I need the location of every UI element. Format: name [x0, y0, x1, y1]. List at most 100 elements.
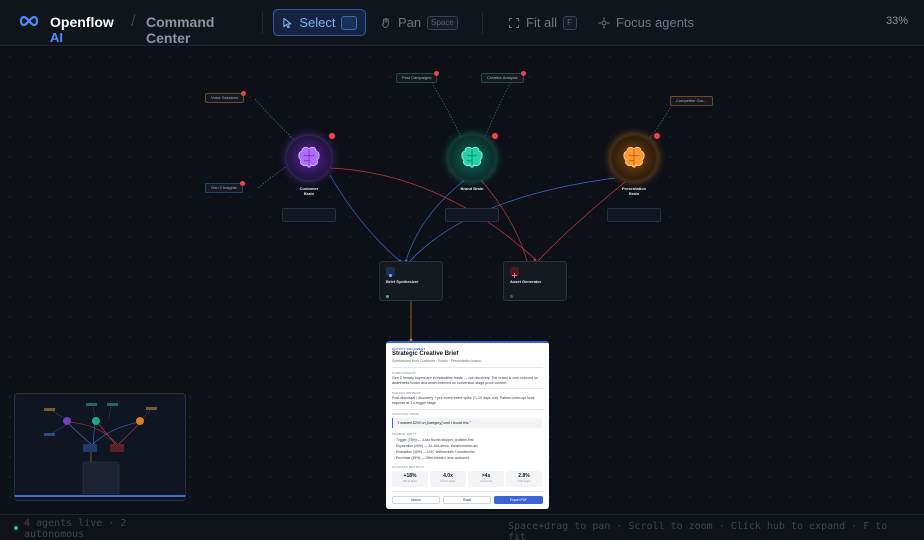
- input-gen-insights-label: Gen 2 Insights: [211, 185, 237, 190]
- brain-icon: [623, 146, 645, 168]
- section-core-insight-heading: CORE INSIGHT: [392, 371, 417, 375]
- alert-badge: [491, 132, 499, 140]
- generate-icon: [510, 267, 519, 278]
- hand-icon: [381, 17, 389, 28]
- input-past-campaigns[interactable]: Past Campaigns: [396, 71, 440, 83]
- metric-value: 2.8%: [518, 473, 530, 479]
- brand-brain-note: [445, 208, 499, 222]
- pan-tool-label: Pan: [398, 15, 422, 30]
- presentation-brain-note: [607, 208, 661, 222]
- customer-brain-label-line2: Brain: [303, 191, 315, 196]
- metric-tile: 2.8% CVR target: [506, 471, 542, 487]
- asset-generator-node[interactable]: Asset Generator: [503, 261, 567, 301]
- brief-synthesizer-node[interactable]: Brief Synthesizer: [379, 261, 443, 301]
- select-tool-button[interactable]: Select: [273, 9, 366, 36]
- infinity-logo-icon: [19, 15, 39, 27]
- slack-button[interactable]: Slack: [443, 496, 491, 504]
- brain-icon: [298, 146, 320, 168]
- edge-competitor-to-presentation: [647, 104, 673, 142]
- pan-tool-button[interactable]: Pan Space: [372, 9, 466, 36]
- idle-status-dot: [510, 295, 513, 298]
- metric-value: 4.0x: [443, 473, 453, 479]
- metric-value: >4s: [481, 473, 491, 479]
- alert-badge: [653, 132, 661, 140]
- select-shortcut-key: [341, 15, 357, 30]
- doc-subtitle: Synthesized from Customer · Brand · Pres…: [392, 359, 481, 363]
- divider: [392, 367, 543, 368]
- metric-tile: >4s Hook hold: [468, 471, 504, 487]
- edge-customer-to-asset: [329, 167, 536, 260]
- input-competitor[interactable]: Competitor Gro...: [670, 96, 713, 106]
- live-status-dot: [14, 526, 18, 530]
- alert-dot: [239, 181, 245, 186]
- section-success-metrics-heading: SUCCESS METRICS: [392, 465, 424, 469]
- edge-brand-to-asset: [479, 178, 528, 262]
- output-document-card[interactable]: OUTPUT DOCUMENT Strategic Creative Brief…: [386, 341, 549, 509]
- crosshair-icon: [598, 17, 610, 28]
- fit-screen-icon: [508, 17, 520, 28]
- fit-all-button[interactable]: Fit all F: [500, 9, 585, 36]
- input-creative-analysis[interactable]: Creative Analysis: [481, 71, 526, 83]
- customer-brain-label-line1: Customer: [299, 186, 319, 191]
- zoom-level: 33%: [885, 15, 908, 27]
- breadcrumb-current-line2: Center: [146, 30, 191, 46]
- metric-value: +18%: [403, 473, 417, 479]
- presentation-brain-label-line2: Brain: [628, 191, 640, 196]
- connection-edges: [254, 79, 673, 342]
- format-item: · Purchase (55%) — Offer-forward, time-a…: [394, 456, 470, 460]
- format-item: · Exploration (25%) — 30–60s demo, trans…: [394, 444, 479, 448]
- minimap[interactable]: [14, 393, 186, 501]
- toolbar-divider: [262, 12, 263, 34]
- toolbar-divider: [482, 12, 483, 34]
- format-item: · Trigger (75%) — 3-sec thumb-stopper, p…: [394, 438, 474, 442]
- section-target-moment-heading: TARGET MOMENT: [392, 391, 421, 395]
- edge-brand-to-brief: [405, 178, 467, 262]
- metric-tile: +18% Bid to Build: [392, 471, 428, 487]
- workflow-canvas[interactable]: Voice Sessions Gen 2 Insights Past Campa…: [0, 47, 924, 514]
- brand-brain-hub[interactable]: [450, 132, 499, 180]
- presentation-brain-label-line1: Presentation: [621, 186, 647, 191]
- breadcrumb-current-line1: Command: [146, 14, 215, 30]
- format-item: · Evaluation (40%) — UGC testimonials + …: [394, 450, 475, 454]
- creative-hook-quote: “I wasted $200 on [category] until I fou…: [392, 418, 542, 428]
- input-competitor-label: Competitor Gro...: [676, 98, 707, 103]
- presentation-brain-hub[interactable]: [612, 132, 661, 180]
- keyboard-hints: Space+drag to pan · Scroll to zoom · Cli…: [508, 521, 888, 540]
- edge-voice-to-customer: [254, 98, 301, 146]
- focus-agents-button[interactable]: Focus agents: [590, 9, 702, 36]
- top-bar: Openflow AI / Command Center Select Pan …: [0, 0, 924, 46]
- metric-tile: 4.0x ROAS target: [430, 471, 466, 487]
- customer-brain-label: Customer Brain: [279, 186, 339, 196]
- status-bar: 4 agents live · 2 autonomous Space+drag …: [0, 514, 924, 540]
- brand-name: Openflow: [50, 14, 114, 30]
- sparkle-icon: [386, 267, 395, 278]
- section-creative-hook-heading: CREATIVE HOOK: [392, 412, 420, 416]
- edge-presentation-to-brief: [409, 177, 616, 262]
- agents-status-text: 4 agents live · 2 autonomous: [24, 518, 127, 540]
- alert-dot: [520, 71, 526, 76]
- asset-generator-title: Asset Generator: [510, 279, 542, 284]
- input-voice-sessions[interactable]: Voice Sessions: [205, 91, 247, 103]
- customer-brain-hub[interactable]: [287, 132, 336, 180]
- section-format-split-heading: FORMAT SPLIT: [392, 432, 417, 436]
- metric-label: CVR target: [517, 480, 531, 483]
- minimap-viewport-indicator[interactable]: [15, 495, 185, 497]
- export-pdf-button[interactable]: Export PDF: [494, 496, 543, 504]
- alert-dot: [434, 71, 440, 76]
- live-status-dot: [386, 295, 389, 298]
- divider: [392, 409, 543, 410]
- edge-customer-to-brief: [329, 174, 401, 262]
- metric-label: Bid to Build: [403, 480, 417, 483]
- target-moment-text: Post-dismissal / discovery + pre-event i…: [392, 396, 535, 405]
- minimap-graph: [44, 403, 157, 495]
- input-gen-insights[interactable]: Gen 2 Insights: [205, 181, 245, 193]
- fit-shortcut-key: F: [563, 15, 578, 30]
- notion-button[interactable]: Notion: [392, 496, 440, 504]
- edge-past-to-brand: [429, 79, 464, 143]
- presentation-brain-label: Presentation Brain: [604, 186, 664, 196]
- edge-presentation-to-asset: [537, 181, 626, 262]
- input-voice-sessions-label: Voice Sessions: [211, 95, 239, 100]
- alert-dot: [241, 91, 247, 96]
- fit-all-label: Fit all: [526, 15, 558, 30]
- doc-kicker: OUTPUT DOCUMENT: [392, 347, 426, 351]
